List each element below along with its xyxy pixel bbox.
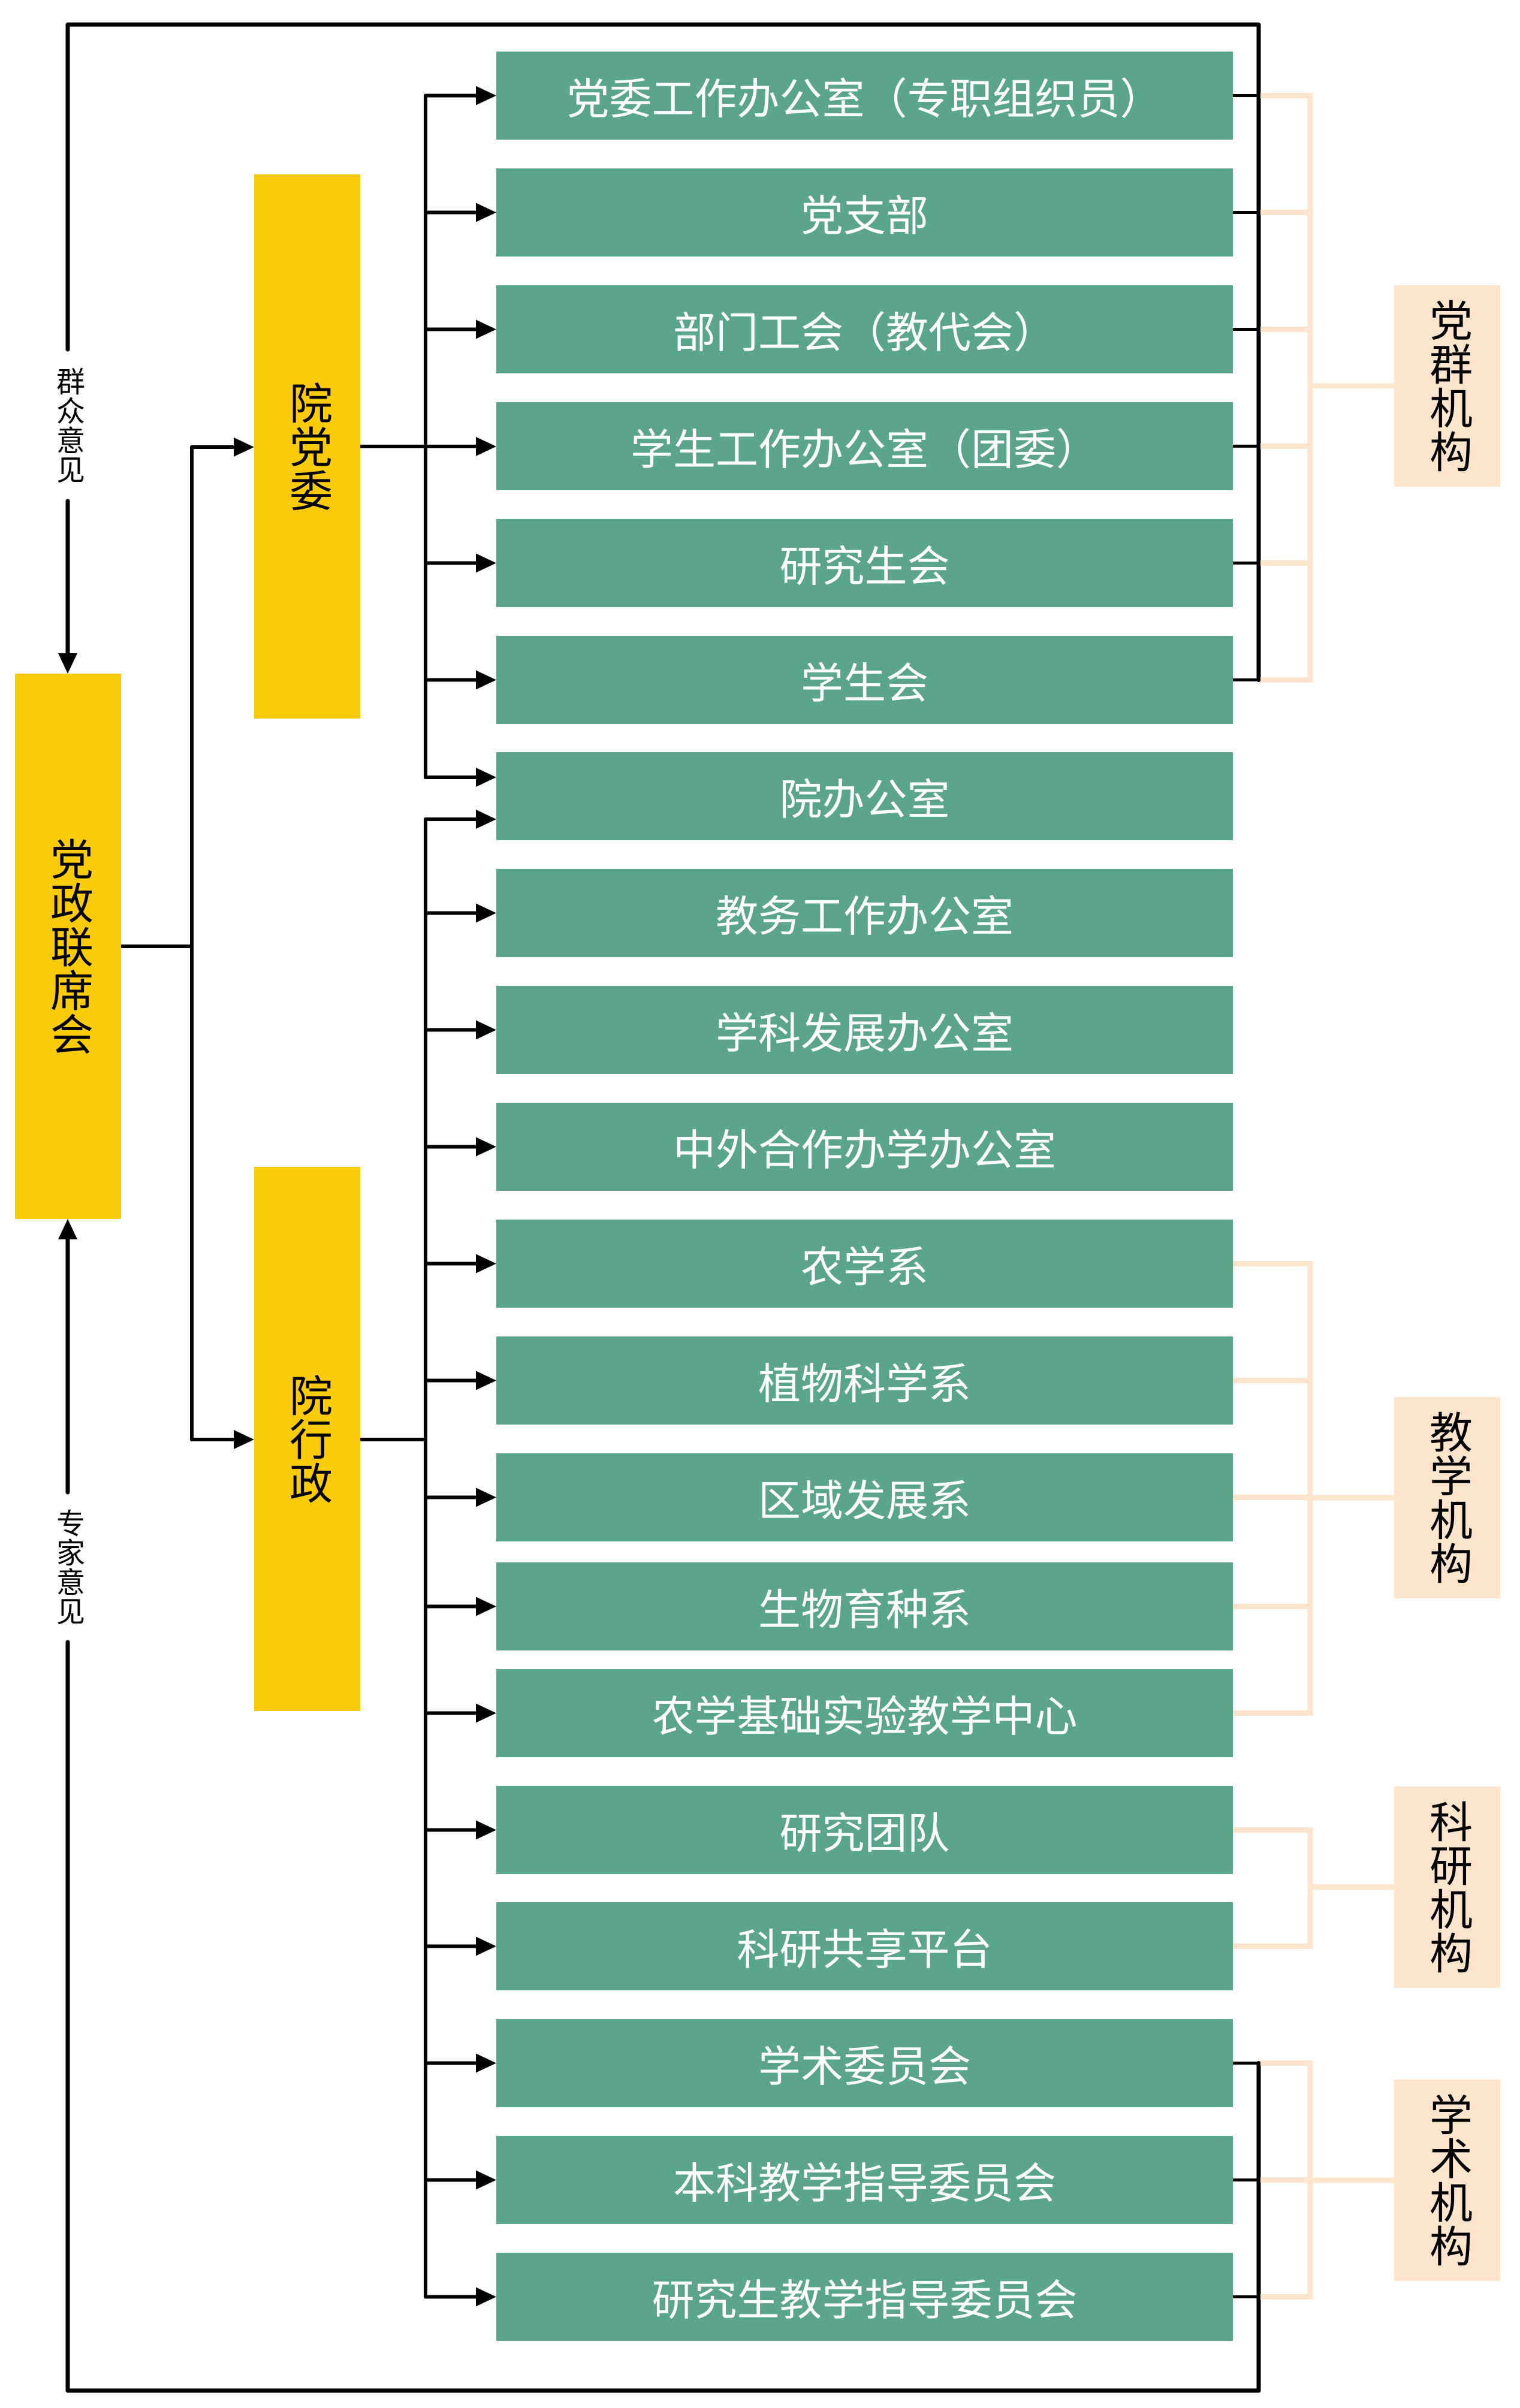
admin-branch-arrow-arrowhead	[476, 1487, 496, 1507]
party-branch-arrow-arrowhead	[476, 670, 496, 690]
party-branch-arrow-arrowhead	[476, 203, 496, 222]
unit-box: 区域发展系	[496, 1453, 1233, 1541]
group-label: 学术机构	[1422, 2093, 1473, 2268]
unit-label: 党委工作办公室（专职组织员）	[566, 74, 1163, 124]
unit-label: 科研共享平台	[737, 1924, 993, 1975]
party-branch-arrow-arrowhead	[476, 553, 496, 573]
unit-label: 生物育种系	[758, 1585, 971, 1635]
unit-label: 党支部	[800, 191, 928, 241]
admin-branch-arrow-arrowhead	[476, 1254, 496, 1274]
group-label: 党群机构	[1422, 298, 1473, 473]
unit-box: 学术委员会	[496, 2019, 1233, 2107]
unit-box: 研究团队	[496, 1786, 1233, 1874]
administration-box: 院行政	[254, 1167, 360, 1711]
unit-label: 研究生会	[779, 541, 950, 592]
unit-box: 农学系	[496, 1220, 1233, 1308]
expert-opinion-arrowhead	[58, 1219, 77, 1239]
unit-box: 党支部	[496, 168, 1233, 257]
party-committee-to-unit-arrowhead	[476, 437, 496, 456]
expert-opinion-label-wrap: 专家意见	[50, 1504, 86, 1630]
admin-branch-arrow-arrowhead	[476, 2170, 496, 2190]
joint-meeting-box: 党政联席会	[15, 674, 121, 1219]
admin-branch-arrow-arrowhead	[476, 1597, 496, 1616]
admin-branch-arrow-arrowhead	[476, 903, 496, 923]
unit-box: 学生会	[496, 636, 1233, 724]
to-party-committee-arrowhead	[234, 437, 254, 457]
feedback-loop-bottom-line	[65, 1640, 1261, 2393]
unit-label: 区域发展系	[758, 1475, 971, 1526]
unit-box: 学科发展办公室	[496, 986, 1233, 1074]
administration-label: 院行政	[282, 1373, 333, 1505]
public-opinion-arrowhead	[58, 653, 77, 674]
unit-box: 院办公室	[496, 752, 1233, 840]
unit-box: 中外合作办学办公室	[496, 1103, 1233, 1191]
unit-box: 研究生会	[496, 519, 1233, 607]
party-branch-arrow-office-arrowhead	[476, 768, 496, 787]
to-administration-arrowhead	[234, 1430, 254, 1449]
unit-box: 生物育种系	[496, 1562, 1233, 1650]
feedback-loop-top-line	[65, 22, 1261, 682]
unit-label: 教务工作办公室	[715, 891, 1014, 942]
admin-branch-arrow-arrowhead	[476, 2053, 496, 2073]
unit-box: 学生工作办公室（团委）	[496, 402, 1233, 490]
unit-box: 部门工会（教代会）	[496, 285, 1233, 373]
party-branch-arrow-arrowhead	[476, 319, 496, 339]
admin-branch-arrow-office-arrowhead	[476, 810, 496, 829]
group-box: 教学机构	[1394, 1397, 1500, 1598]
admin-branch-arrow-arrowhead	[476, 1820, 496, 1840]
admin-branch-arrow-arrowhead	[476, 1020, 496, 1040]
unit-label: 学术委员会	[758, 2041, 971, 2092]
admin-branch-arrow-arrowhead	[476, 1371, 496, 1390]
unit-label: 植物科学系	[758, 1359, 971, 1409]
unit-label: 本科教学指导委员会	[672, 2158, 1056, 2208]
unit-label: 学生会	[800, 658, 928, 708]
unit-label: 农学基础实验教学中心	[652, 1691, 1078, 1742]
public-opinion-label: 群众意见	[51, 367, 85, 484]
unit-label: 学生工作办公室（团委）	[630, 424, 1099, 475]
unit-box: 植物科学系	[496, 1336, 1233, 1425]
unit-box: 研究生教学指导委员会	[496, 2253, 1233, 2341]
group-box: 学术机构	[1394, 2080, 1500, 2281]
unit-label: 院办公室	[779, 774, 950, 825]
unit-label: 研究生教学指导委员会	[652, 2275, 1078, 2325]
admin-branch-arrow-arrowhead	[476, 1936, 496, 1956]
admin-branch-arrow-arrowhead	[476, 2287, 496, 2307]
unit-label: 研究团队	[779, 1808, 950, 1858]
unit-box: 党委工作办公室（专职组织员）	[496, 52, 1233, 140]
group-label: 科研机构	[1422, 1800, 1473, 1975]
unit-label: 中外合作办学办公室	[672, 1125, 1056, 1175]
unit-label: 学科发展办公室	[715, 1008, 1014, 1058]
admin-branch-arrow-arrowhead	[476, 1703, 496, 1723]
party-committee-label: 院党委	[282, 381, 333, 512]
public-opinion-label-wrap: 群众意见	[50, 363, 86, 488]
group-box: 科研机构	[1394, 1787, 1500, 1988]
unit-label: 部门工会（教代会）	[672, 307, 1056, 358]
joint-meeting-label: 党政联席会	[43, 837, 94, 1056]
unit-box: 本科教学指导委员会	[496, 2136, 1233, 2224]
unit-box: 农学基础实验教学中心	[496, 1669, 1233, 1757]
expert-opinion-label: 专家意见	[51, 1508, 85, 1626]
party-committee-box: 院党委	[254, 174, 360, 719]
unit-box: 教务工作办公室	[496, 869, 1233, 957]
unit-label: 农学系	[800, 1242, 928, 1292]
unit-box: 科研共享平台	[496, 1902, 1233, 1990]
group-label: 教学机构	[1422, 1410, 1473, 1585]
admin-branch-arrow-arrowhead	[476, 1137, 496, 1157]
group-box: 党群机构	[1394, 285, 1500, 487]
party-branch-arrow-arrowhead	[476, 86, 496, 105]
